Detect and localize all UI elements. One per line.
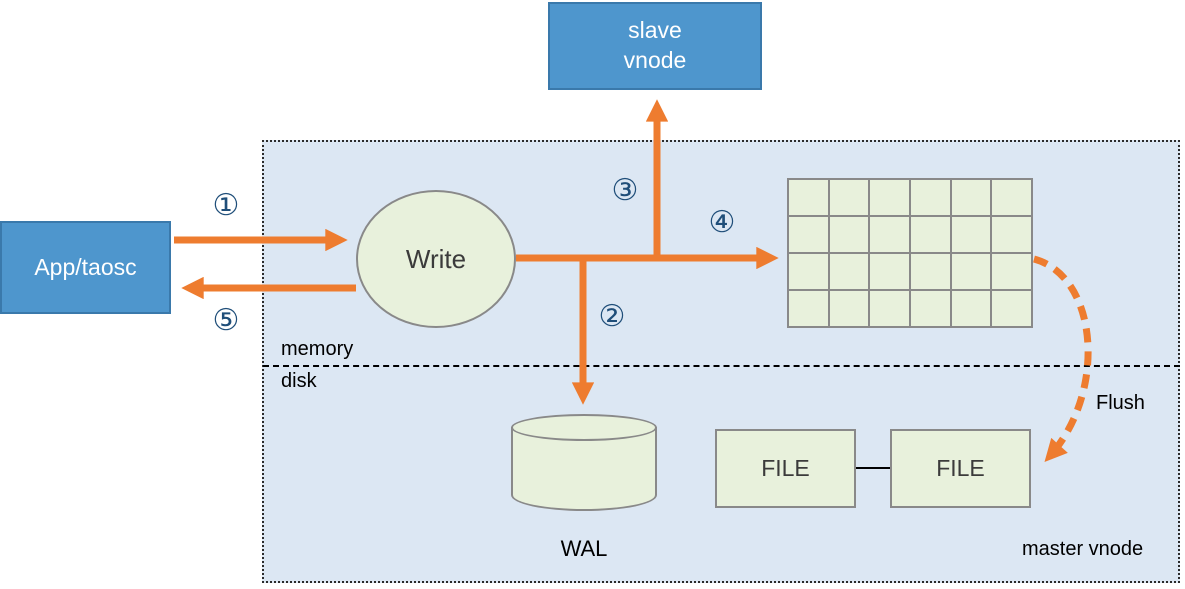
wal-cylinder-body (511, 427, 657, 511)
file-node-right: FILE (890, 429, 1031, 508)
app-taosc-node: App/taosc (0, 221, 171, 314)
memory-table-cell (788, 253, 829, 290)
memory-table-cell (788, 179, 829, 216)
file-node-left: FILE (715, 429, 856, 508)
memory-table-cell (910, 179, 951, 216)
memory-table-cell (828, 179, 870, 216)
memory-table-cell (788, 290, 829, 327)
memory-table-cell (828, 216, 870, 253)
flush-label: Flush (1096, 392, 1145, 414)
write-label: Write (405, 243, 467, 274)
wal-cylinder-lid (511, 414, 657, 441)
slave-vnode-label-line1: slave (628, 17, 682, 44)
slave-vnode-label-line2: vnode (623, 47, 687, 73)
memory-table-cell (950, 179, 992, 216)
app-taosc-label: App/taosc (34, 253, 137, 280)
memory-table-cell (869, 253, 910, 290)
master-vnode-label: master vnode (1022, 538, 1144, 560)
memory-table-cell (869, 216, 910, 253)
slave-vnode-node: slave vnode (548, 2, 762, 90)
write-node: Write (356, 190, 516, 328)
memory-table-cell (991, 253, 1032, 290)
memory-table-cell (910, 253, 951, 290)
step-4-badge: ④ (708, 206, 736, 239)
step-5-badge: ⑤ (212, 304, 240, 337)
memory-table-cell (991, 216, 1032, 253)
memory-disk-divider (263, 365, 1180, 367)
memory-table-cell (828, 253, 870, 290)
memory-table-cell (869, 290, 910, 327)
memory-table-cell (788, 216, 829, 253)
memory-table-cell (950, 290, 992, 327)
file-left-label: FILE (761, 455, 810, 481)
memory-table-cell (991, 290, 1032, 327)
memory-table-cell (910, 290, 951, 327)
disk-label: disk (281, 370, 317, 392)
memory-table-cell (950, 216, 992, 253)
step-1-badge: ① (212, 189, 240, 222)
memory-table-cell (910, 216, 951, 253)
wal-label: WAL (560, 536, 608, 561)
memory-table-cell (869, 179, 910, 216)
memory-table (787, 178, 1033, 328)
step-2-badge: ② (598, 300, 626, 333)
memory-label: memory (281, 338, 354, 360)
memory-table-cell (950, 253, 992, 290)
memory-table-cell (991, 179, 1032, 216)
memory-table-cell (828, 290, 870, 327)
step-3-badge: ③ (611, 174, 639, 207)
file-right-label: FILE (936, 455, 985, 481)
file-connector-line (856, 467, 890, 469)
